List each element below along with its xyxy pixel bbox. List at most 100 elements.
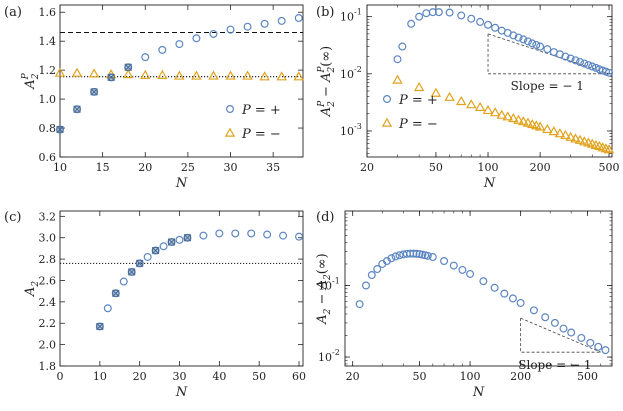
y-tick-label-c: 2.4	[39, 296, 57, 309]
x-tick-label-a: 35	[266, 161, 280, 174]
data-point-b-triangle	[502, 111, 513, 121]
data-point-d-circle	[516, 298, 525, 307]
y-tick-label-c: 3.2	[39, 210, 57, 223]
data-point-a-triangle	[242, 70, 253, 80]
data-point-a-cross	[73, 105, 81, 113]
x-tick-label-d: 20	[346, 370, 360, 383]
data-point-c-cross-x2	[128, 268, 136, 276]
x-tick-label-a: 15	[96, 161, 110, 174]
data-point-a-circle	[158, 45, 167, 54]
data-point-b-circle	[491, 23, 500, 32]
data-point-d-circle	[423, 251, 432, 260]
plot-frame-b	[366, 4, 613, 158]
legend-marker-b	[383, 94, 392, 103]
y-tick-label-c: 2.0	[39, 339, 57, 352]
data-point-b-triangle	[513, 114, 524, 124]
x-tick-label-b: 200	[530, 161, 551, 174]
data-point-c-circle	[295, 232, 304, 241]
data-point-b-circle	[428, 8, 437, 17]
data-point-b-triangle	[542, 123, 553, 134]
data-point-b-triangle	[603, 144, 615, 154]
slope-triangle-hypotenuse-d	[520, 317, 601, 353]
y-axis-label-part: −	[319, 82, 334, 101]
y-tick-exponent-b: -2	[354, 65, 362, 74]
y-axis-label-part: A	[23, 79, 38, 89]
data-point-c-circle	[247, 229, 256, 238]
x-tick-label-a: 30	[224, 161, 238, 174]
data-point-c-cross	[183, 234, 191, 242]
y-axis-label-text-c: A2	[23, 281, 41, 297]
data-point-b-circle	[588, 62, 597, 71]
x-tick-label-c: 10	[93, 370, 107, 383]
y-tick-label-c: 2.6	[39, 274, 57, 287]
data-point-b-triangle	[554, 128, 566, 138]
y-axis-label-part: P	[317, 100, 327, 108]
data-point-b-circle	[445, 8, 454, 17]
y-axis-label-text-d: A2 − A2(∞)	[315, 253, 333, 324]
data-point-b-triangle	[466, 99, 477, 109]
data-point-b-triangle	[455, 95, 467, 106]
data-point-a-triangle	[122, 69, 134, 79]
y-axis-label-text-a: AP2	[21, 72, 41, 89]
y-axis-label-d: A2 − A2(∞)	[315, 253, 333, 324]
data-point-d-circle	[586, 338, 595, 347]
data-point-b-triangle	[474, 101, 486, 111]
y-axis-label-part: 2	[327, 101, 337, 108]
y-axis-label-part: 2	[31, 73, 41, 80]
data-point-c-cross-x2	[184, 234, 191, 242]
data-point-a-circle	[226, 25, 235, 34]
data-point-a-triangle	[140, 69, 151, 79]
y-tick-label-c: 3.0	[39, 232, 57, 245]
data-point-b-circle	[566, 54, 575, 63]
x-tick-label-a: 25	[181, 161, 195, 174]
data-point-b-circle	[467, 14, 476, 23]
data-point-a-triangle	[293, 71, 304, 81]
y-tick-exponent-b: -1	[354, 8, 362, 17]
data-point-d-circle	[529, 306, 538, 315]
data-point-b-triangle	[482, 104, 494, 115]
data-point-b-triangle	[565, 131, 576, 141]
y-axis-label-part: 2	[323, 308, 333, 315]
y-tick-label-d: 10	[318, 280, 332, 293]
data-point-b-circle	[422, 9, 431, 18]
y-tick-label-b: 10	[340, 68, 354, 81]
data-point-d-circle	[458, 265, 467, 274]
data-point-b-circle	[528, 39, 537, 48]
y-tick-label-d: 10	[318, 351, 332, 364]
data-point-a-circle	[277, 16, 286, 25]
x-tick-label-d: 50	[413, 370, 427, 383]
y-axis-label-part: A	[319, 73, 334, 83]
data-point-c-cross	[168, 238, 176, 246]
data-point-d-circle	[440, 257, 449, 266]
data-point-b-circle	[605, 68, 614, 77]
data-point-b-triangle	[392, 74, 403, 84]
data-point-b-circle	[434, 8, 443, 17]
data-point-b-circle	[509, 31, 518, 40]
data-point-a-cross-x2	[90, 88, 98, 96]
y-axis-label-part: (∞)	[319, 46, 334, 67]
x-tick-label-c: 20	[133, 370, 147, 383]
data-point-c-circle	[263, 230, 272, 239]
panel-label-a: (a)	[4, 5, 22, 20]
data-point-a-cross	[124, 63, 132, 71]
data-point-a-triangle	[191, 70, 202, 80]
y-axis-label-part: 2	[323, 274, 333, 281]
data-point-d-circle	[508, 294, 517, 303]
y-tick-label-b: 10	[340, 11, 354, 24]
y-axis-label-part: P	[317, 66, 327, 74]
data-point-c-cross-x2	[136, 259, 144, 267]
data-point-a-cross-x2	[124, 63, 132, 71]
legend-marker-a	[224, 127, 236, 137]
data-point-c-cross-x2	[152, 247, 159, 254]
y-axis-label-b: AP2 − AP2(∞)	[317, 46, 337, 118]
data-point-b-circle	[476, 17, 485, 26]
x-tick-label-c: 0	[57, 370, 64, 383]
data-point-d-circle	[391, 252, 400, 261]
data-point-c-circle	[199, 231, 208, 240]
data-point-d-circle	[594, 342, 603, 351]
data-point-b-circle	[523, 37, 532, 46]
x-tick-label-d: 500	[577, 370, 598, 383]
y-axis-label-part: −	[315, 289, 330, 308]
data-point-a-triangle	[174, 70, 185, 80]
data-point-d-circle	[577, 333, 586, 342]
